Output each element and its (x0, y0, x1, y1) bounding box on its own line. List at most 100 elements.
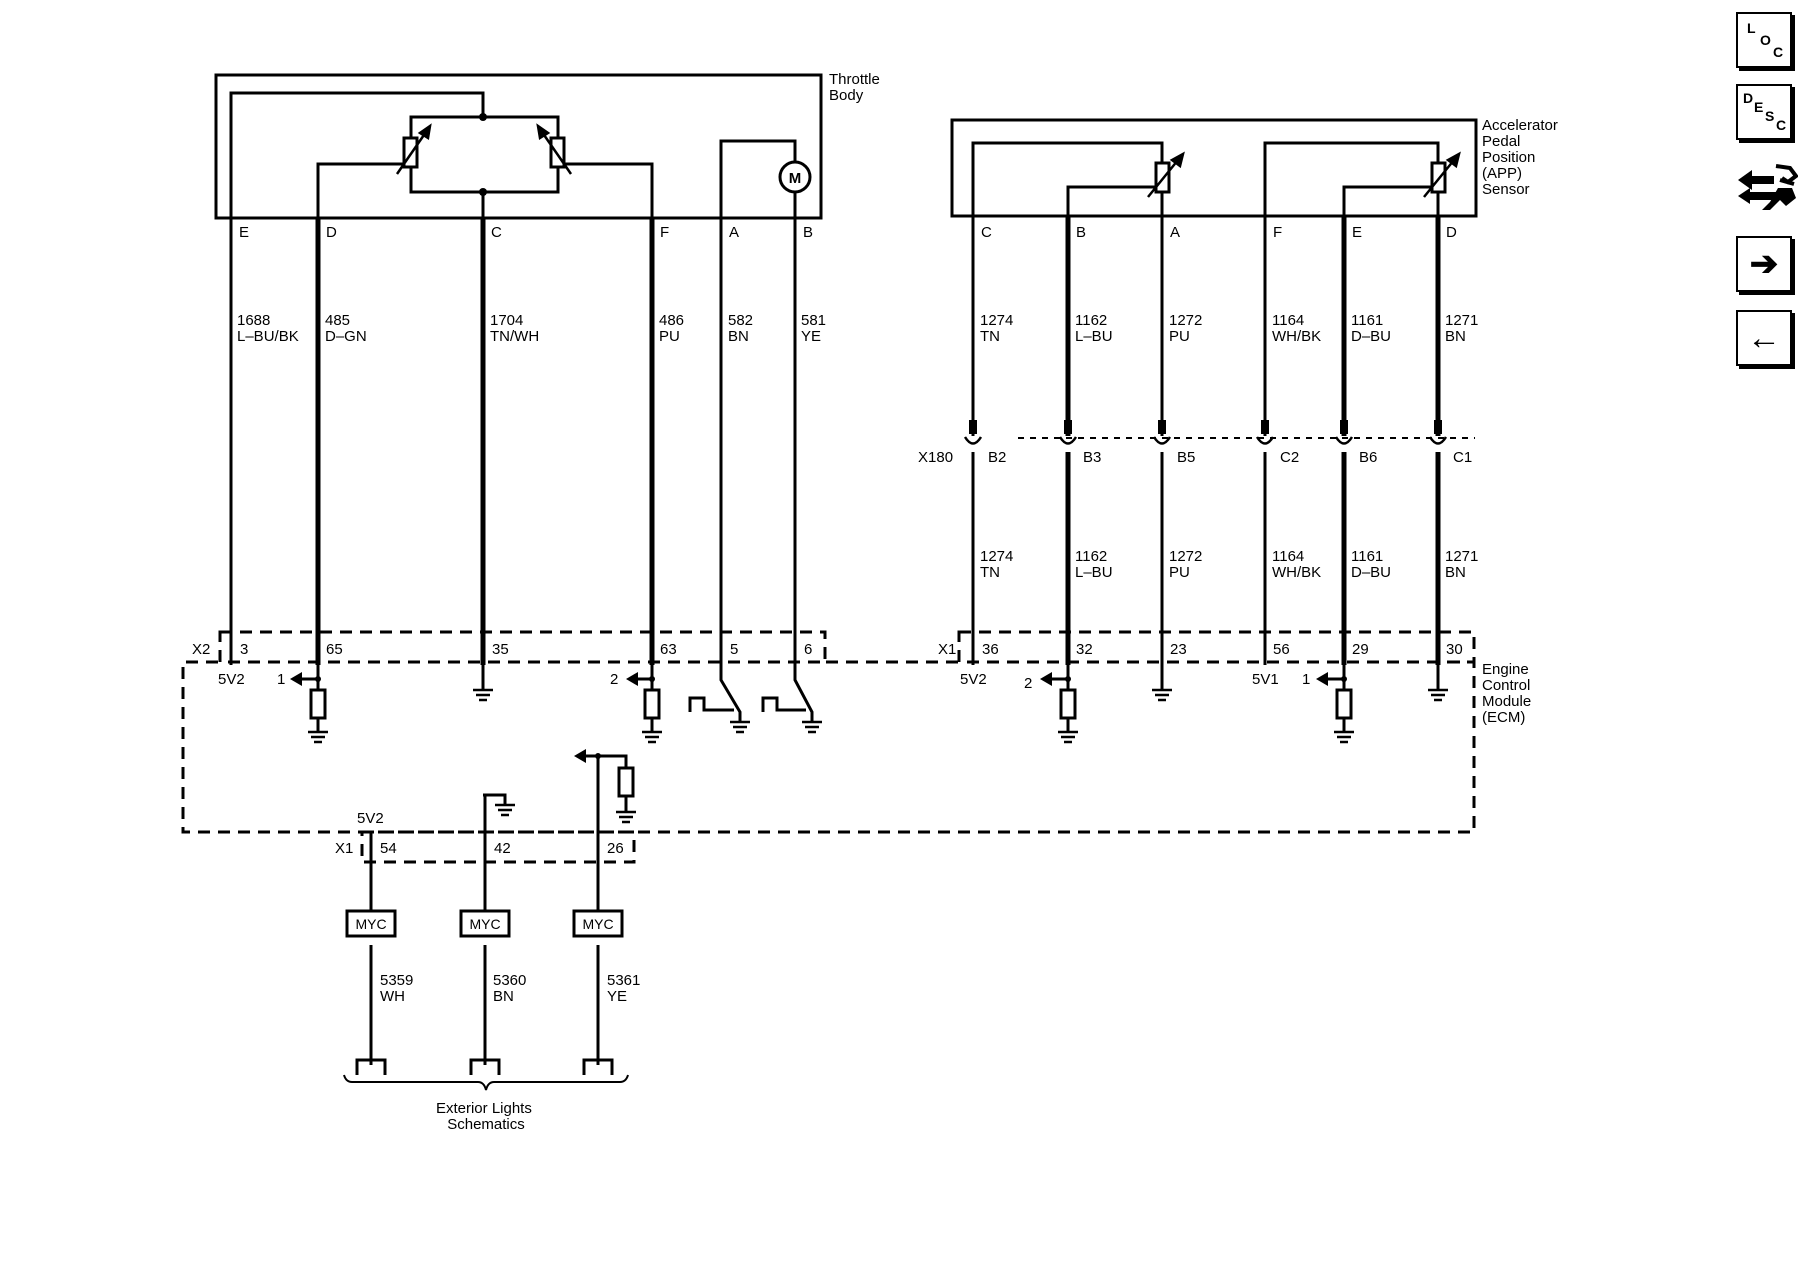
wire-color: BN (728, 328, 749, 345)
next-button[interactable]: ➔ (1736, 236, 1792, 292)
ecm-pin: 42 (494, 840, 511, 857)
wire-circuit: 486 (659, 312, 684, 329)
ecm-pin: 32 (1076, 641, 1093, 658)
loc-icon: L O C (1738, 14, 1790, 66)
app-wire-b-internal (1066, 185, 1162, 216)
x180-pin: B6 (1359, 449, 1377, 466)
x180-pin: C2 (1280, 449, 1299, 466)
signal-2-label: 2 (1024, 675, 1032, 692)
description-button[interactable]: D E S C (1736, 84, 1792, 140)
ref-5v2-label: 5V2 (960, 671, 987, 688)
exterior-lights-caption[interactable]: Exterior Lights Schematics (436, 1100, 536, 1133)
app-sensor-box (950, 118, 1478, 218)
ecm-pin: 6 (804, 641, 812, 658)
wire-circuit: 1274 (980, 312, 1013, 329)
myc-module-label: MYC (355, 916, 386, 932)
motor-label: M (789, 170, 802, 187)
ref-5v1-label: 5V1 (1252, 671, 1279, 688)
desc-letter: S (1765, 108, 1775, 124)
app-pin-e: E (1352, 224, 1362, 241)
throttle-pin-f: F (660, 224, 669, 241)
arrow-left-icon: ← (1747, 319, 1781, 357)
wire-circuit: 1162 (1075, 312, 1107, 329)
app-sensor-label: Accelerator Pedal Position (APP) Sensor (1482, 117, 1562, 198)
myc-module-label: MYC (469, 916, 500, 932)
x180-label: X180 (918, 449, 953, 466)
wire-circuit: 1704 (490, 312, 523, 329)
wire-circuit: 1161 (1351, 312, 1383, 329)
ecm-pin: 30 (1446, 641, 1463, 658)
throttle-pin-a: A (729, 224, 739, 241)
desc-icon: D E S C (1738, 86, 1790, 138)
ecm-pin: 26 (607, 840, 624, 857)
ecm-pin: 36 (982, 641, 999, 658)
wire-color: L–BU/BK (237, 328, 299, 345)
wire-circuit: 581 (801, 312, 826, 329)
wire-color: D–BU (1351, 564, 1391, 581)
wire-circuit: 5360 (493, 972, 526, 989)
previous-button[interactable]: ← (1736, 310, 1792, 366)
wire-color: TN/WH (490, 328, 539, 345)
app-pin-a: A (1170, 224, 1180, 241)
ecm-pin: 54 (380, 840, 397, 857)
schematic-labels: Throttle Body Accelerator Pedal Position… (192, 71, 1562, 1133)
wire-circuit: 5361 (607, 972, 640, 989)
ecm-pin: 5 (730, 641, 738, 658)
sensor-wipers (395, 123, 1461, 198)
throttle-wire-d-internal (316, 162, 411, 218)
ecm-boundary (181, 630, 1476, 864)
ecm-pin: 3 (240, 641, 248, 658)
wire-circuit: 1688 (237, 312, 270, 329)
wire-color: PU (1169, 328, 1190, 345)
throttle-pin-c: C (491, 224, 502, 241)
location-button[interactable]: L O C (1736, 12, 1792, 68)
loc-letter: C (1773, 44, 1784, 60)
wire-circuit: 1272 (1169, 548, 1202, 565)
desc-letter: D (1743, 90, 1754, 106)
wire-color: WH/BK (1272, 328, 1321, 345)
wire-circuit: 485 (325, 312, 350, 329)
ref-5v2-label: 5V2 (218, 671, 245, 688)
wire-color: TN (980, 328, 1000, 345)
wire-circuit: 1272 (1169, 312, 1202, 329)
sensor-resistors (402, 136, 1447, 194)
ecm-internal-circuits (300, 665, 1440, 1065)
app-pin-d: D (1446, 224, 1457, 241)
throttle-body-box (214, 73, 823, 220)
throttle-pin-e: E (239, 224, 249, 241)
wire-color: L–BU (1075, 564, 1113, 581)
throttle-pin-d: D (326, 224, 337, 241)
throttle-pin-b: B (803, 224, 813, 241)
ecm-pin: 56 (1273, 641, 1290, 658)
myc-module-label: MYC (582, 916, 613, 932)
app-wire-f-internal (1263, 141, 1440, 216)
connector-info-button[interactable] (1736, 158, 1799, 218)
app-pin-c: C (981, 224, 992, 241)
wire-color: BN (1445, 328, 1466, 345)
x180-pin: B3 (1083, 449, 1101, 466)
x180-connector (963, 436, 1475, 445)
loc-letter: O (1760, 32, 1771, 48)
ecm-pin: 35 (492, 641, 509, 658)
throttle-wire-f-internal (558, 162, 654, 218)
app-pin-f: F (1273, 224, 1282, 241)
wire-color: WH/BK (1272, 564, 1321, 581)
wire-circuit: 1274 (980, 548, 1013, 565)
signal-1-label: 1 (277, 671, 285, 688)
x1-label: X1 (335, 840, 353, 857)
ecm-pin: 29 (1352, 641, 1369, 658)
wire-color: PU (1169, 564, 1190, 581)
wire-color: D–BU (1351, 328, 1391, 345)
schematic-lines (214, 73, 1478, 220)
wire-circuit: 1271 (1445, 548, 1478, 565)
throttle-wire-e-internal (229, 91, 485, 218)
wire-color: BN (493, 988, 514, 1005)
wire-circuit: 1271 (1445, 312, 1478, 329)
x2-label: X2 (192, 641, 210, 658)
ref-5v2-label: 5V2 (357, 810, 384, 827)
wire-color: YE (801, 328, 821, 345)
wire-circuit: 1164 (1272, 312, 1304, 329)
x180-pin: B5 (1177, 449, 1195, 466)
